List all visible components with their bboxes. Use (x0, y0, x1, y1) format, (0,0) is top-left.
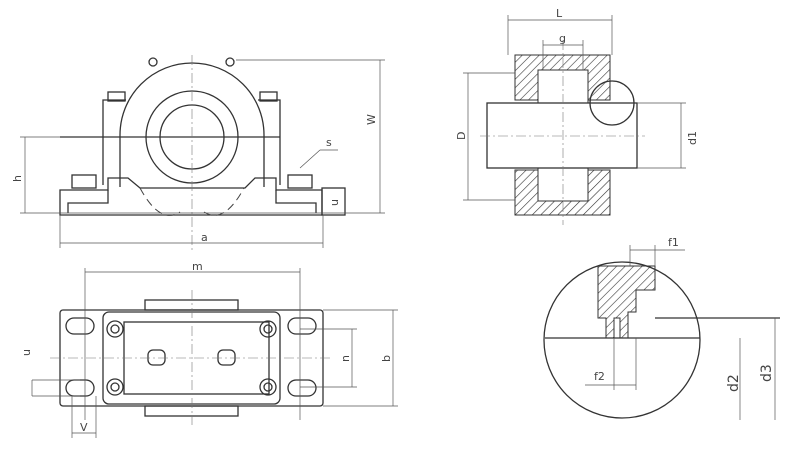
label-a: a (201, 231, 208, 244)
label-D: D (455, 132, 468, 140)
label-h: h (11, 175, 24, 182)
side-section-view: L g D d1 (455, 7, 699, 225)
label-g: g (559, 32, 566, 45)
top-view: m b n u V (20, 260, 398, 438)
label-L: L (556, 7, 563, 20)
seal-detail-view: f1 f2 d2 d3 (543, 236, 780, 420)
label-f1: f1 (668, 236, 679, 249)
label-f2: f2 (594, 370, 605, 383)
label-d3: d3 (759, 364, 775, 382)
label-n: n (339, 355, 352, 362)
label-s: s (326, 136, 332, 149)
label-W: W (365, 114, 378, 125)
label-d2: d2 (726, 374, 742, 392)
front-view: W h s u a (11, 55, 385, 250)
label-u-top: u (20, 349, 33, 356)
label-d1: d1 (686, 131, 699, 145)
label-m: m (192, 260, 203, 273)
label-u-front: u (328, 199, 341, 206)
label-V: V (80, 421, 88, 434)
label-b: b (380, 355, 393, 362)
